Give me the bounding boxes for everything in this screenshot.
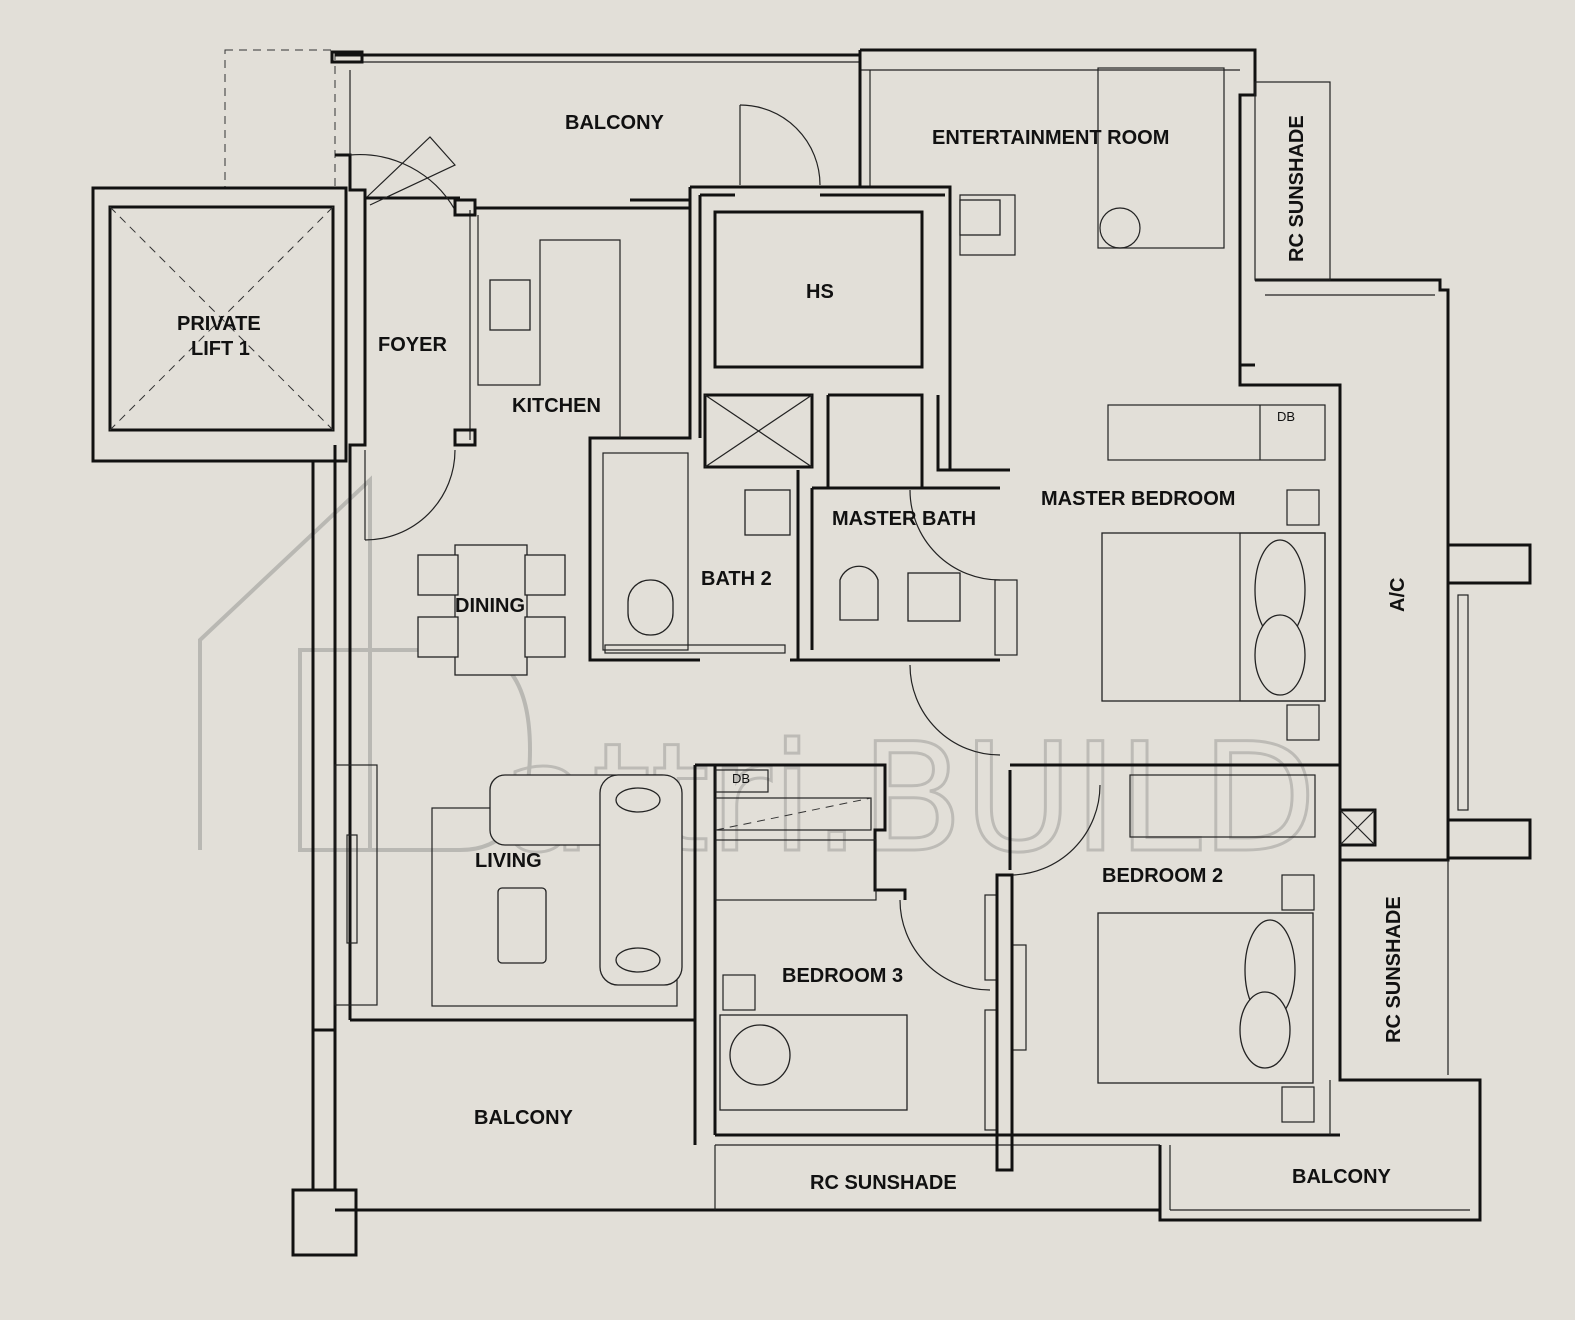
coffee-table xyxy=(497,887,547,964)
toilet-bath2 xyxy=(627,579,674,636)
rc-sunshade-right-bottom-label: RC SUNSHADE xyxy=(1383,896,1405,1043)
room-labels: BALCONY ENTERTAINMENT ROOM RC SUNSHADE H… xyxy=(177,112,1409,1194)
balcony-left-label: BALCONY xyxy=(474,1107,574,1129)
db-master-label: DB xyxy=(1277,409,1295,424)
master-wardrobe xyxy=(1107,404,1326,461)
living-label: LIVING xyxy=(475,850,542,872)
private-lift-label-1: PRIVATE xyxy=(177,313,261,335)
dining-table xyxy=(454,544,528,676)
db-bed3-label: DB xyxy=(732,771,750,786)
balcony-right-label: BALCONY xyxy=(1292,1166,1392,1188)
kitchen-label: KITCHEN xyxy=(512,395,601,417)
doors xyxy=(349,70,1101,991)
ac-label: A/C xyxy=(1387,578,1409,612)
rc-sunshade-bottom-label: RC SUNSHADE xyxy=(810,1172,957,1194)
master-bedroom-label: MASTER BEDROOM xyxy=(1041,488,1235,510)
dining-label: DINING xyxy=(455,595,525,617)
master-bath-label: MASTER BATH xyxy=(832,508,976,530)
bedroom2-label: BEDROOM 2 xyxy=(1102,865,1223,887)
hs-label: HS xyxy=(806,281,834,303)
balcony-top-label: BALCONY xyxy=(565,112,665,134)
walls xyxy=(91,48,1532,1257)
bedroom3-wardrobe xyxy=(715,839,877,901)
toilet-master xyxy=(839,565,879,621)
kitchen-sink xyxy=(489,279,531,331)
private-lift-label-2: LIFT 1 xyxy=(191,338,250,360)
tv-console xyxy=(334,764,378,1006)
bath2-label: BATH 2 xyxy=(701,568,772,590)
rc-sunshade-right-top-label: RC SUNSHADE xyxy=(1286,115,1308,262)
bedroom2-wardrobe xyxy=(1129,774,1316,838)
furniture xyxy=(334,67,1326,1172)
balcony-ledge-dashed xyxy=(224,49,336,188)
entertainment-room-label: ENTERTAINMENT ROOM xyxy=(932,127,1169,149)
bedroom3-label: BEDROOM 3 xyxy=(782,965,903,987)
foyer-label: FOYER xyxy=(378,334,447,356)
